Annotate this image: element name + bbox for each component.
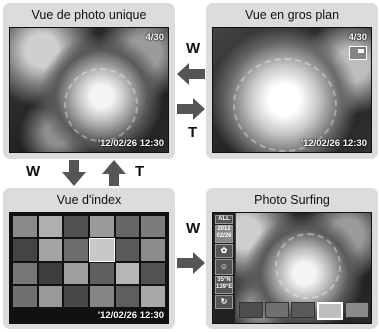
w-key-label: W bbox=[186, 220, 201, 237]
date-category: 2012 02/26 bbox=[215, 225, 233, 243]
thumbnail-selected bbox=[317, 302, 343, 320]
thumbnail bbox=[38, 216, 63, 238]
w-key-label: W bbox=[26, 163, 41, 180]
single-photo-title: Vue de photo unique bbox=[31, 8, 147, 22]
thumbnail bbox=[141, 239, 165, 261]
thumbnail bbox=[13, 239, 37, 261]
date-time-stamp: '12/02/26 12:30 bbox=[300, 138, 367, 149]
location-category: 35°N 139°E bbox=[215, 276, 233, 294]
thumbnail-strip bbox=[239, 302, 369, 320]
index-screen: '12/02/26 12:30 bbox=[9, 212, 169, 324]
zoom-area-marker bbox=[358, 49, 364, 53]
frame-count-badge: 4/30 bbox=[348, 32, 368, 43]
thumbnail bbox=[38, 239, 63, 261]
latitude: 35°N bbox=[217, 277, 231, 283]
date-year: 2012 bbox=[217, 226, 231, 232]
thumbnail bbox=[64, 262, 88, 284]
t-key-label: T bbox=[135, 163, 145, 180]
thumbnail bbox=[115, 262, 140, 284]
flower-petals bbox=[275, 233, 341, 299]
thumbnail bbox=[115, 239, 140, 261]
thumbnail bbox=[141, 216, 165, 238]
thumbnail bbox=[13, 262, 37, 284]
thumbnail bbox=[265, 302, 289, 318]
rotate-icon: ↻ bbox=[215, 295, 233, 309]
thumbnail bbox=[115, 285, 140, 307]
surfing-sidebar: ALL 2012 02/26 ✿ ☺ 35°N 139°E ↻ bbox=[213, 213, 236, 323]
thumbnail bbox=[345, 302, 369, 318]
person-icon: ☺ bbox=[215, 259, 233, 275]
thumbnail bbox=[13, 285, 37, 307]
thumbnail bbox=[89, 216, 114, 238]
arrow-down-icon bbox=[62, 160, 86, 186]
frame-count-badge: 4/30 bbox=[145, 32, 165, 43]
closeup-title: Vue en gros plan bbox=[244, 8, 340, 22]
photo-surfing-title: Photo Surfing bbox=[254, 193, 330, 207]
single-photo-screen: 4/30 '12/02/26 12:30 bbox=[9, 27, 169, 153]
category-all: ALL bbox=[215, 215, 233, 224]
arrow-up-icon bbox=[102, 160, 126, 186]
thumbnail bbox=[64, 285, 88, 307]
flower-mode-icon: ✿ bbox=[215, 244, 233, 258]
t-key-label: T bbox=[188, 124, 198, 141]
thumbnail bbox=[13, 216, 37, 238]
w-key-label: W bbox=[186, 40, 201, 57]
date-time-stamp: '12/02/26 12:30 bbox=[97, 138, 164, 149]
longitude: 139°E bbox=[216, 284, 233, 290]
closeup-screen: 4/30 '12/02/26 12:30 bbox=[212, 27, 372, 153]
closeup-panel: Vue en gros plan 4/30 '12/02/26 12:30 bbox=[206, 3, 378, 159]
thumbnail bbox=[38, 262, 63, 284]
photo-surfing-screen: ALL 2012 02/26 ✿ ☺ 35°N 139°E ↻ bbox=[212, 212, 372, 324]
arrow-right-icon bbox=[177, 252, 205, 274]
date-time-stamp: '12/02/26 12:30 bbox=[97, 310, 164, 321]
index-title: Vue d'index bbox=[56, 193, 122, 207]
thumbnail bbox=[115, 216, 140, 238]
zoom-position-indicator bbox=[349, 46, 367, 60]
thumbnail bbox=[141, 262, 165, 284]
photo-surfing-panel: Photo Surfing ALL 2012 02/26 ✿ ☺ 35°N 13… bbox=[206, 188, 378, 329]
arrow-left-icon bbox=[177, 63, 205, 85]
flower-petals bbox=[64, 68, 138, 142]
thumbnail bbox=[141, 285, 165, 307]
thumbnail bbox=[64, 239, 88, 261]
thumbnail bbox=[64, 216, 88, 238]
thumbnail-selected bbox=[88, 238, 115, 262]
arrow-right-icon bbox=[177, 98, 205, 120]
flower-petals bbox=[233, 58, 337, 152]
index-panel: Vue d'index '12 bbox=[3, 188, 175, 329]
thumbnail bbox=[291, 302, 315, 318]
single-photo-panel: Vue de photo unique 4/30 '12/02/26 12:30 bbox=[3, 3, 175, 159]
thumbnail bbox=[239, 302, 263, 318]
thumbnail bbox=[38, 285, 63, 307]
thumbnail bbox=[89, 262, 114, 284]
thumbnail bbox=[89, 285, 114, 307]
date-day: 02/26 bbox=[216, 233, 232, 239]
thumbnail-grid bbox=[13, 216, 165, 307]
